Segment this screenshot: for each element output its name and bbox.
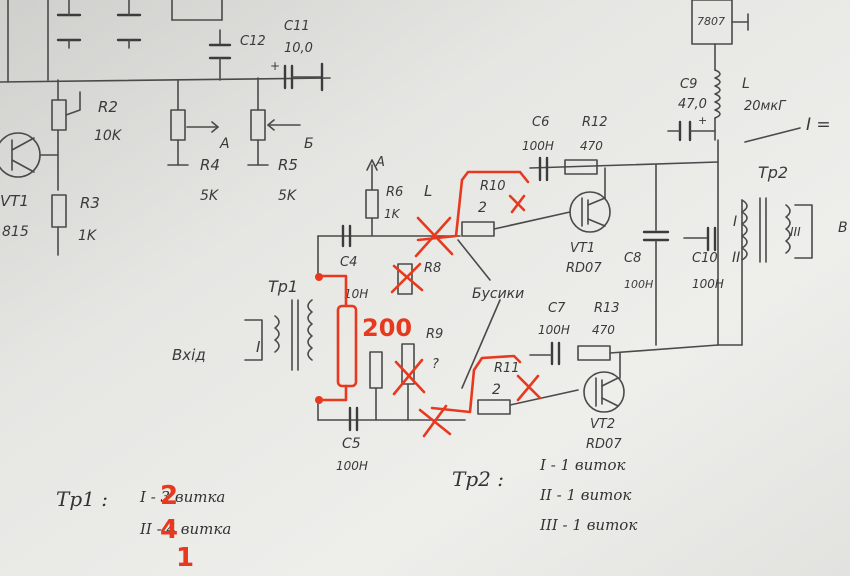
point-a2-label: A bbox=[375, 155, 385, 170]
r5-value: 5K bbox=[278, 188, 298, 204]
c8-label: C8 bbox=[624, 251, 641, 266]
vt1-left-label: VT1 bbox=[0, 192, 29, 210]
r4-label: R4 bbox=[200, 156, 220, 174]
r11-label: R11 bbox=[494, 361, 520, 376]
c6-label: C6 bbox=[532, 115, 549, 130]
tp2-note-2: II - 1 виток bbox=[539, 486, 631, 504]
tp1-label: Tp1 bbox=[268, 277, 298, 296]
point-b-label: Б bbox=[304, 136, 314, 152]
r2-value: 10K bbox=[94, 128, 123, 144]
winding-notes: Tp1 : I - 3 витка II - 4 витка 2 4 1 Tp2… bbox=[56, 456, 637, 573]
vt1-left-value: 815 bbox=[2, 224, 29, 240]
svg-text:+: + bbox=[270, 59, 280, 73]
amplifier-circuit: C6 100H R12 470 VT1 RD07 R10 2 A R6 1K L… bbox=[172, 115, 813, 473]
inductor-l2-label: L bbox=[424, 182, 432, 200]
input-label: Вхід bbox=[172, 346, 206, 364]
red-node-bottom bbox=[315, 396, 323, 404]
tp2-coil-3: III bbox=[790, 225, 801, 239]
tp2-coil-1: I bbox=[733, 214, 737, 230]
c10-value: 100H bbox=[692, 277, 724, 291]
inductor-l-label: L bbox=[742, 76, 750, 92]
r10-label: R10 bbox=[480, 179, 506, 194]
r6-label: R6 bbox=[386, 185, 403, 200]
c5-value: 100H bbox=[336, 459, 368, 473]
tp2-coil-2: II bbox=[732, 250, 740, 266]
c12-label: C12 bbox=[240, 34, 266, 49]
tp1-note-2: II - 4 витка bbox=[139, 520, 231, 538]
tp1-coil-1: I bbox=[256, 338, 261, 356]
r5-label: R5 bbox=[278, 156, 298, 174]
tp2-label: Tp2 bbox=[758, 163, 788, 182]
vt2-value: RD07 bbox=[586, 437, 622, 452]
vt2-label: VT2 bbox=[590, 417, 615, 432]
r8-label: R8 bbox=[424, 261, 441, 276]
red-node-top bbox=[315, 273, 323, 281]
tp1-note-1: I - 3 витка bbox=[139, 488, 225, 506]
tp1-correction-2: 4 bbox=[160, 515, 178, 545]
c9-value: 47,0 bbox=[678, 97, 707, 112]
inductor-l-value: 20мкГ bbox=[744, 99, 787, 114]
svg-text:+: + bbox=[698, 114, 707, 127]
r6-value: 1K bbox=[384, 207, 401, 221]
tp1-correction-3: 1 bbox=[176, 543, 194, 573]
regulator-label: 7807 bbox=[697, 15, 725, 28]
top-left-circuit: C12 + C11 10,0 R2 10K R3 1K VT1 815 bbox=[0, 0, 331, 256]
r12-value: 470 bbox=[580, 139, 603, 153]
r11-value: 2 bbox=[492, 382, 501, 398]
c8-value: 100H bbox=[624, 278, 653, 291]
c10-label: C10 bbox=[692, 251, 718, 266]
r2-label: R2 bbox=[98, 98, 118, 116]
red-marker-edits: 200 bbox=[315, 170, 542, 438]
r4-value: 5K bbox=[200, 188, 220, 204]
tp2-note-1: I - 1 виток bbox=[539, 456, 625, 474]
c6-value: 100H bbox=[522, 139, 554, 153]
r3-label: R3 bbox=[80, 194, 100, 212]
tp2-note-title: Tp2 : bbox=[452, 467, 504, 491]
c11-value: 10,0 bbox=[284, 41, 313, 56]
l-question: ? bbox=[432, 357, 439, 372]
r3-value: 1K bbox=[78, 228, 98, 244]
point-a-label: A bbox=[219, 136, 230, 152]
resistor-200-label: 200 bbox=[362, 314, 412, 342]
r9-label: R9 bbox=[426, 327, 443, 342]
c5-label: C5 bbox=[342, 436, 361, 452]
r13-value: 470 bbox=[592, 323, 615, 337]
r12-label: R12 bbox=[582, 115, 608, 130]
tp1-note-title: Tp1 : bbox=[56, 487, 108, 511]
tp2-note-3: III - 1 виток bbox=[539, 516, 637, 534]
c4-label: C4 bbox=[340, 255, 357, 270]
c11-label: C11 bbox=[284, 19, 310, 34]
vt1-rf-label: VT1 bbox=[570, 241, 595, 256]
r13-label: R13 bbox=[594, 301, 620, 316]
c9-label: C9 bbox=[680, 77, 697, 92]
r10-value: 2 bbox=[478, 200, 487, 216]
power-supply-section: 7807 L 20мкГ C9 47,0 + I = B bbox=[667, 0, 848, 236]
c7-value: 100H bbox=[538, 323, 570, 337]
ferrite-beads-label: Бусики bbox=[472, 286, 524, 302]
c7-label: C7 bbox=[548, 301, 566, 316]
vt1-rf-value: RD07 bbox=[566, 261, 602, 276]
edge-letter: B bbox=[838, 220, 848, 236]
current-label: I = bbox=[806, 115, 831, 135]
c4-value: 10H bbox=[344, 287, 368, 301]
tp1-correction-1: 2 bbox=[160, 481, 178, 511]
